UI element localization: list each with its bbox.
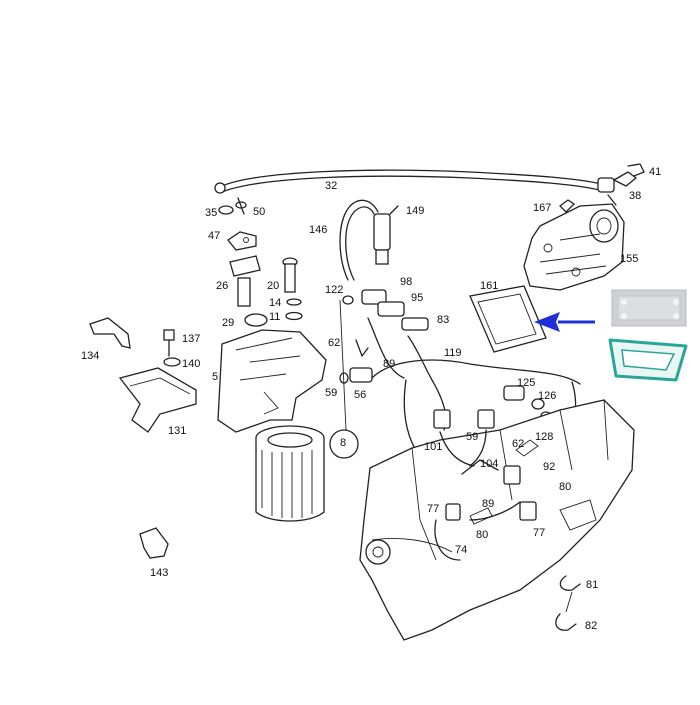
callout-134: 134 bbox=[81, 350, 100, 362]
callout-14: 14 bbox=[269, 297, 282, 309]
fuel-line-32 bbox=[221, 169, 606, 187]
callout-95: 95 bbox=[411, 292, 424, 304]
callout-167: 167 bbox=[533, 202, 552, 214]
filter-housing-5 bbox=[217, 329, 327, 433]
callout-20: 20 bbox=[267, 280, 280, 292]
callout-74: 74 bbox=[455, 544, 468, 556]
callout-5: 5 bbox=[212, 371, 219, 383]
callout-98: 98 bbox=[400, 276, 413, 288]
callout-62-b: 62 bbox=[512, 438, 525, 450]
callout-104: 104 bbox=[480, 458, 499, 470]
callout-89-b: 89 bbox=[482, 498, 495, 510]
callout-125: 125 bbox=[517, 377, 536, 389]
callout-80-a: 80 bbox=[559, 481, 572, 493]
gasket-photo bbox=[611, 289, 687, 327]
callout-59-b: 59 bbox=[466, 431, 479, 443]
callout-56: 56 bbox=[354, 389, 367, 401]
callout-149: 149 bbox=[406, 205, 425, 217]
callout-80-b: 80 bbox=[476, 529, 489, 541]
callout-77-b: 77 bbox=[533, 527, 546, 539]
callout-83: 83 bbox=[437, 314, 450, 326]
injection-pump-body bbox=[359, 399, 635, 641]
callout-38: 38 bbox=[629, 190, 642, 202]
callout-77-a: 77 bbox=[427, 503, 440, 515]
callout-82: 82 bbox=[585, 620, 598, 632]
callout-11: 11 bbox=[269, 311, 281, 323]
callout-131: 131 bbox=[168, 425, 187, 437]
callout-146: 146 bbox=[309, 224, 328, 236]
callout-29: 29 bbox=[222, 317, 235, 329]
callout-101: 101 bbox=[424, 441, 443, 453]
callout-122: 122 bbox=[325, 284, 344, 296]
callout-92: 92 bbox=[543, 461, 556, 473]
callout-119: 119 bbox=[444, 347, 462, 359]
callout-26: 26 bbox=[216, 280, 229, 292]
valve-housing-155 bbox=[523, 203, 625, 291]
callout-89-a: 89 bbox=[383, 358, 396, 370]
callout-59-a: 59 bbox=[325, 387, 338, 399]
callout-32: 32 bbox=[325, 180, 338, 192]
gasket-outline bbox=[608, 338, 688, 382]
callout-126: 126 bbox=[538, 390, 557, 402]
callout-128: 128 bbox=[535, 431, 554, 443]
callout-41: 41 bbox=[649, 166, 662, 178]
callout-140: 140 bbox=[182, 358, 201, 370]
gasket-161 bbox=[469, 285, 547, 353]
callout-137: 137 bbox=[182, 333, 201, 345]
callout-50: 50 bbox=[253, 206, 266, 218]
callout-161: 161 bbox=[480, 280, 499, 292]
callout-47: 47 bbox=[208, 230, 221, 242]
callout-62-a: 62 bbox=[328, 337, 341, 349]
callout-143: 143 bbox=[150, 567, 169, 579]
callout-35: 35 bbox=[205, 207, 218, 219]
callout-155: 155 bbox=[620, 253, 639, 265]
callout-81: 81 bbox=[586, 579, 599, 591]
highlight-arrow bbox=[534, 312, 595, 332]
callout-8: 8 bbox=[340, 437, 347, 449]
